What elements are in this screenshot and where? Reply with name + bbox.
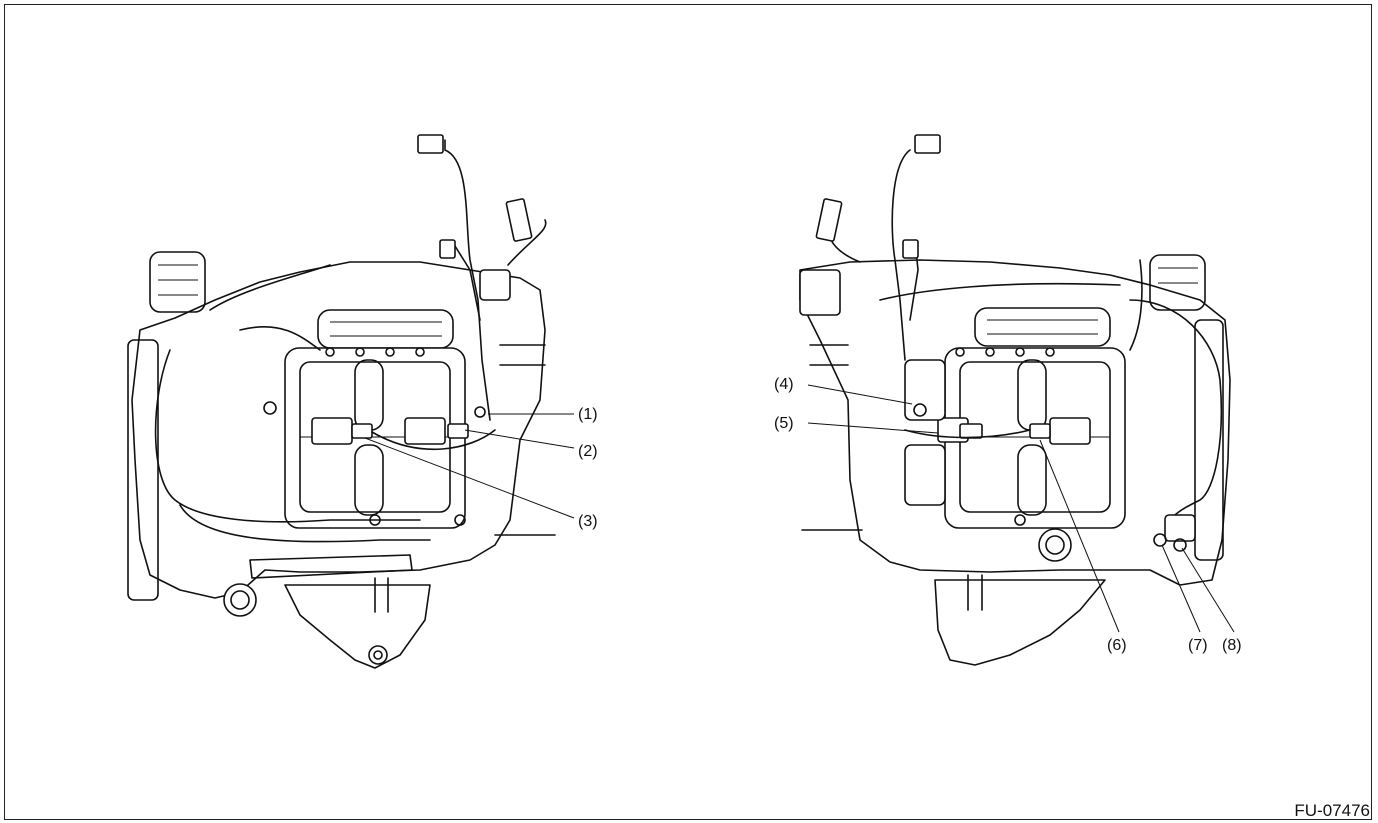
figure-code: FU-07476 bbox=[1294, 801, 1370, 820]
injector-connector-left-b bbox=[404, 417, 446, 445]
harness-connector-top-right bbox=[914, 134, 941, 154]
diagram-frame bbox=[4, 4, 1372, 820]
leader-line-8 bbox=[1181, 547, 1235, 633]
leader-line-6 bbox=[1039, 439, 1120, 633]
callout-7: (7) bbox=[1188, 637, 1208, 654]
valve-cover-left bbox=[317, 309, 454, 349]
engine-left-view bbox=[127, 134, 556, 669]
oil-pan-right bbox=[934, 579, 1106, 666]
leader-line-7 bbox=[1161, 544, 1201, 633]
callout-3: (3) bbox=[578, 513, 598, 530]
callout-8: (8) bbox=[1222, 637, 1242, 654]
valve-cover-right bbox=[974, 307, 1111, 347]
callout-1: (1) bbox=[578, 406, 598, 423]
engine-right-view bbox=[799, 134, 1231, 666]
injector-connector-right-b bbox=[1049, 417, 1091, 445]
callout-2: (2) bbox=[578, 443, 598, 460]
harness-connector-top-left bbox=[417, 134, 444, 154]
callout-4: (4) bbox=[774, 376, 794, 393]
leader-lines bbox=[364, 384, 1235, 633]
leader-line-4 bbox=[807, 384, 913, 405]
leader-line-2 bbox=[464, 429, 575, 449]
leader-line-5 bbox=[807, 422, 939, 434]
callout-6: (6) bbox=[1107, 637, 1127, 654]
leader-line-3 bbox=[364, 437, 575, 519]
oil-pan-left bbox=[284, 584, 431, 669]
injector-connector-left-a bbox=[311, 417, 353, 445]
callout-5: (5) bbox=[774, 415, 794, 432]
